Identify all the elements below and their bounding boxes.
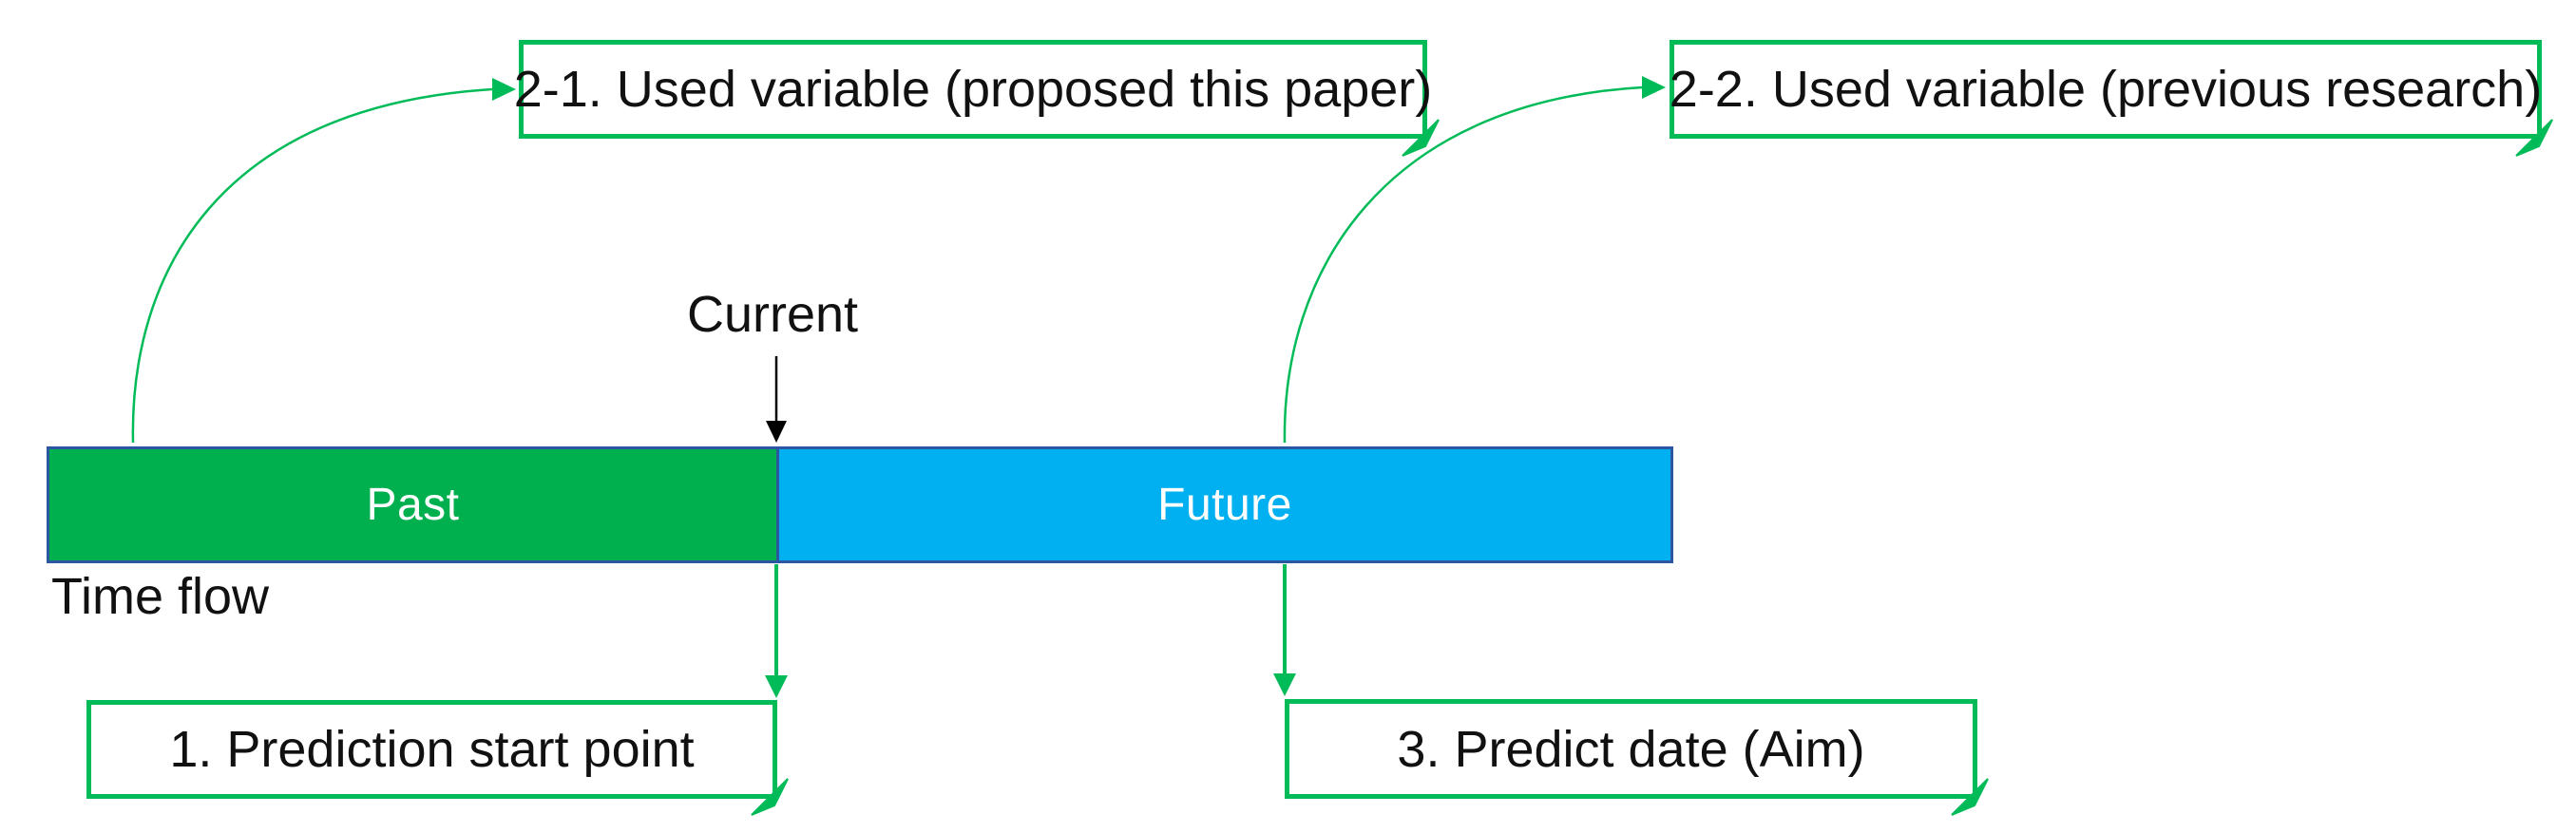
arrowhead-previous-variable-icon <box>1642 76 1666 99</box>
callout-predict-date-aim-label: 3. Predict date (Aim) <box>1397 720 1865 778</box>
callout-used-variable-previous-label: 2-2. Used variable (previous research) <box>1669 61 2543 118</box>
current-label: Current <box>686 286 859 343</box>
callout-used-variable-proposed: 2-1. Used variable (proposed this paper) <box>514 40 1432 139</box>
timeline-bar: Past Future <box>47 446 1673 563</box>
curved-arrow-to-previous-variable <box>1283 85 1643 444</box>
future-label: Future <box>1157 480 1292 530</box>
callout-predict-date-aim: 3. Predict date (Aim) <box>1285 699 1977 799</box>
arrowhead-prediction-start-icon <box>765 675 788 698</box>
arrowhead-predict-date-icon <box>1273 673 1296 696</box>
callout-prediction-start-point-label: 1. Prediction start point <box>169 721 695 778</box>
past-label: Past <box>366 480 460 530</box>
current-arrowhead-icon <box>766 421 787 443</box>
callout-prediction-start-point: 1. Prediction start point <box>86 700 777 799</box>
curved-arrow-to-proposed-variable <box>131 87 493 444</box>
past-segment: Past <box>49 449 776 560</box>
time-flow-label: Time flow <box>51 568 270 625</box>
callout-used-variable-proposed-label: 2-1. Used variable (proposed this paper) <box>513 61 1433 118</box>
future-segment: Future <box>776 449 1670 560</box>
arrowhead-proposed-variable-icon <box>492 78 516 101</box>
callout-used-variable-previous: 2-2. Used variable (previous research) <box>1670 40 2542 139</box>
